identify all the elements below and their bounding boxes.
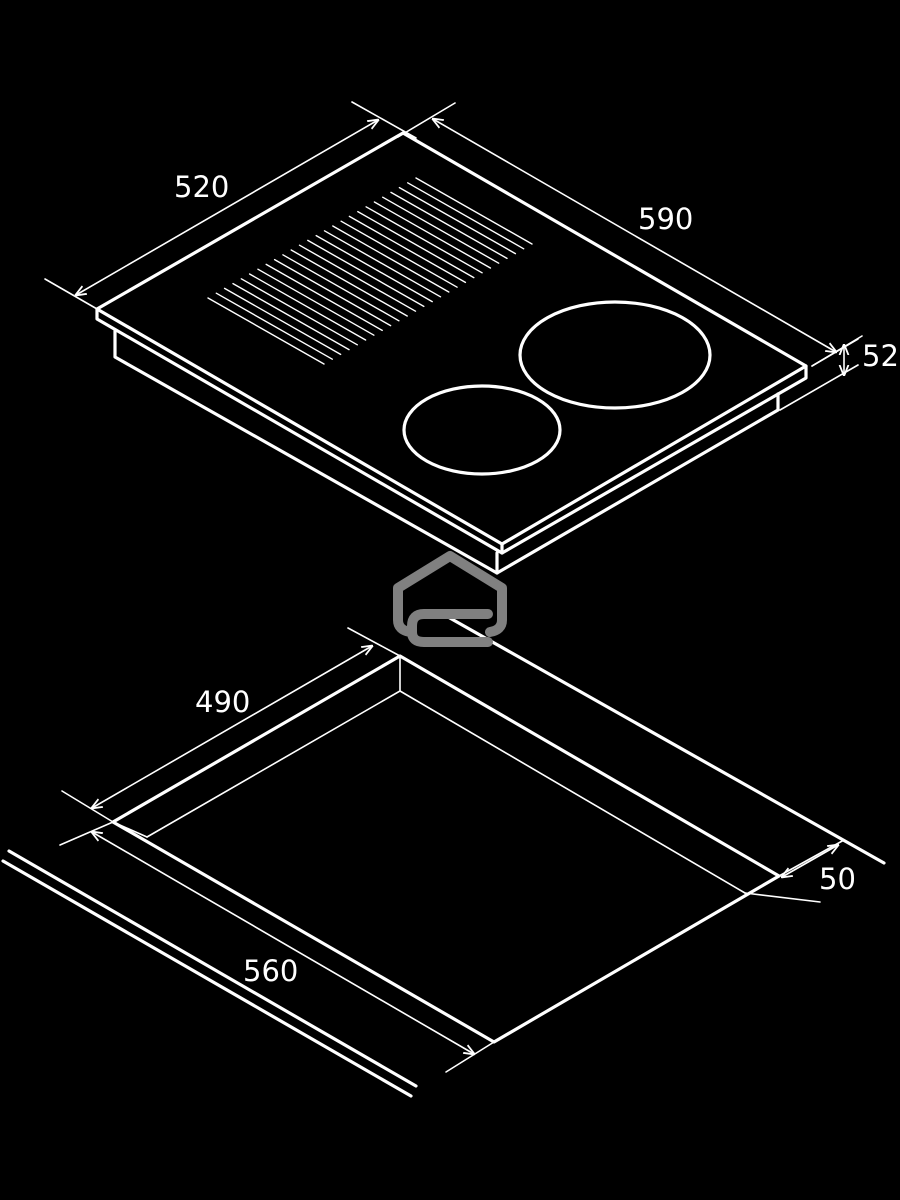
dim-label-cutout-width: 560 xyxy=(243,954,298,988)
vent-slat xyxy=(357,210,475,279)
cutout-left-edge xyxy=(112,821,148,838)
cutout-dimension-lines xyxy=(1,611,886,1098)
dim-560-line xyxy=(92,832,474,1054)
vent-slat xyxy=(223,287,342,356)
dim-490-ext-front xyxy=(61,790,114,823)
dim-560-ext-right xyxy=(445,1041,495,1073)
vent-slat xyxy=(340,220,458,288)
large-burner xyxy=(518,300,712,410)
dim-label-width: 590 xyxy=(638,202,693,236)
vent-slat xyxy=(398,186,517,255)
vent-slat xyxy=(248,273,367,341)
dim-label-cutout-depth: 490 xyxy=(195,685,250,719)
vent-slat xyxy=(290,249,408,317)
dim-590-line xyxy=(433,119,836,352)
vent-slat xyxy=(273,258,392,327)
vent-slat xyxy=(282,254,400,322)
vent-slat xyxy=(207,297,325,365)
counter-edge-left-2 xyxy=(7,849,418,1088)
vent-slat xyxy=(415,177,533,245)
vent-slat xyxy=(365,206,483,274)
small-burner xyxy=(402,384,562,476)
dim-label-height: 52 xyxy=(862,339,899,373)
vent-slat xyxy=(265,263,383,332)
vent-grille xyxy=(207,177,533,365)
dim-490-ext-back xyxy=(347,627,401,657)
dim-label-clearance: 50 xyxy=(819,862,856,896)
vent-slat xyxy=(390,191,508,260)
dim-590-ext-back xyxy=(397,102,456,138)
counter-edge-right xyxy=(439,611,886,865)
cutout-inner xyxy=(146,655,401,838)
dim-label-depth: 520 xyxy=(174,170,229,204)
hob-top-edge xyxy=(95,307,808,546)
vent-slat xyxy=(348,215,467,284)
vent-slat xyxy=(240,278,358,346)
vent-slat xyxy=(257,268,375,336)
dim-50-ext-front xyxy=(744,892,821,903)
dim-490-line xyxy=(92,646,372,808)
vent-slat xyxy=(307,239,425,308)
house-logo-icon xyxy=(393,551,507,647)
dim-52-ext-top xyxy=(811,338,859,367)
vent-slat xyxy=(332,225,450,293)
counter-edge-left-1 xyxy=(1,859,413,1098)
dim-520-line xyxy=(76,120,378,295)
vent-slat xyxy=(215,292,333,360)
vent-slat xyxy=(232,282,350,351)
dimension-labels: 520 590 52 490 560 50 xyxy=(174,170,899,988)
hob-dimension-lines xyxy=(44,101,863,411)
vent-slat xyxy=(323,230,442,298)
vent-slat xyxy=(382,196,500,264)
vent-slat xyxy=(373,201,492,269)
vent-slat xyxy=(298,244,417,312)
dim-50-line xyxy=(782,845,838,877)
cutout-inner-back xyxy=(399,690,746,894)
vent-slat xyxy=(315,234,433,303)
dim-560-ext-left xyxy=(59,821,114,846)
